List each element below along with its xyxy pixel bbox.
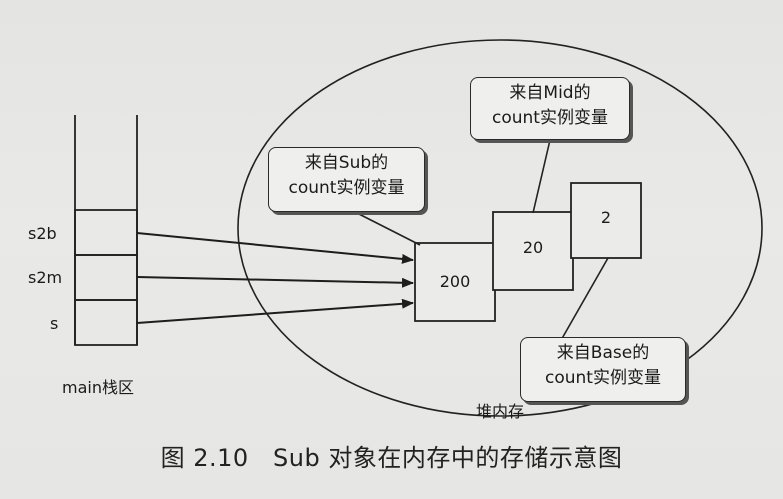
heap-box-base xyxy=(570,182,642,259)
callout-base-line1: 来自Base的 xyxy=(556,343,650,363)
arrow-s2b xyxy=(136,232,414,264)
stack-slot-s xyxy=(74,299,138,346)
stack-column xyxy=(74,115,138,346)
stack-label-s2m: s2m xyxy=(28,268,63,287)
heap-value-sub: 200 xyxy=(439,272,471,291)
arrow-s2m xyxy=(136,276,414,288)
stack-label-s2b: s2b xyxy=(28,224,57,243)
heap-ellipse xyxy=(237,39,763,417)
heap-area-label: 堆内存 xyxy=(476,402,525,421)
pointer-base xyxy=(559,257,609,343)
callout-mid: 来自Mid的 count实例变量 xyxy=(470,77,630,140)
callout-sub-line2: count实例变量 xyxy=(288,178,405,198)
callout-mid-line1: 来自Mid的 xyxy=(509,83,591,103)
callout-sub: 来自Sub的 count实例变量 xyxy=(268,147,425,212)
arrow-s xyxy=(136,298,414,324)
pointer-sub xyxy=(354,211,421,246)
heap-box-sub xyxy=(414,242,496,322)
callout-sub-line1: 来自Sub的 xyxy=(304,153,389,173)
heap-value-base: 2 xyxy=(600,208,612,227)
stack-slot-s2m xyxy=(74,254,138,301)
stack-slot-s2b xyxy=(74,209,138,256)
stack-label-s: s xyxy=(50,314,59,333)
pointer-mid xyxy=(532,139,551,214)
callout-base-line2: count实例变量 xyxy=(545,368,661,388)
stack-area-label: main栈区 xyxy=(62,378,134,397)
callout-base: 来自Base的 count实例变量 xyxy=(520,337,686,402)
figure-caption: 图 2.10 Sub 对象在内存中的存储示意图 xyxy=(160,444,623,472)
heap-value-mid: 20 xyxy=(522,238,544,257)
callout-mid-line2: count实例变量 xyxy=(492,108,608,128)
